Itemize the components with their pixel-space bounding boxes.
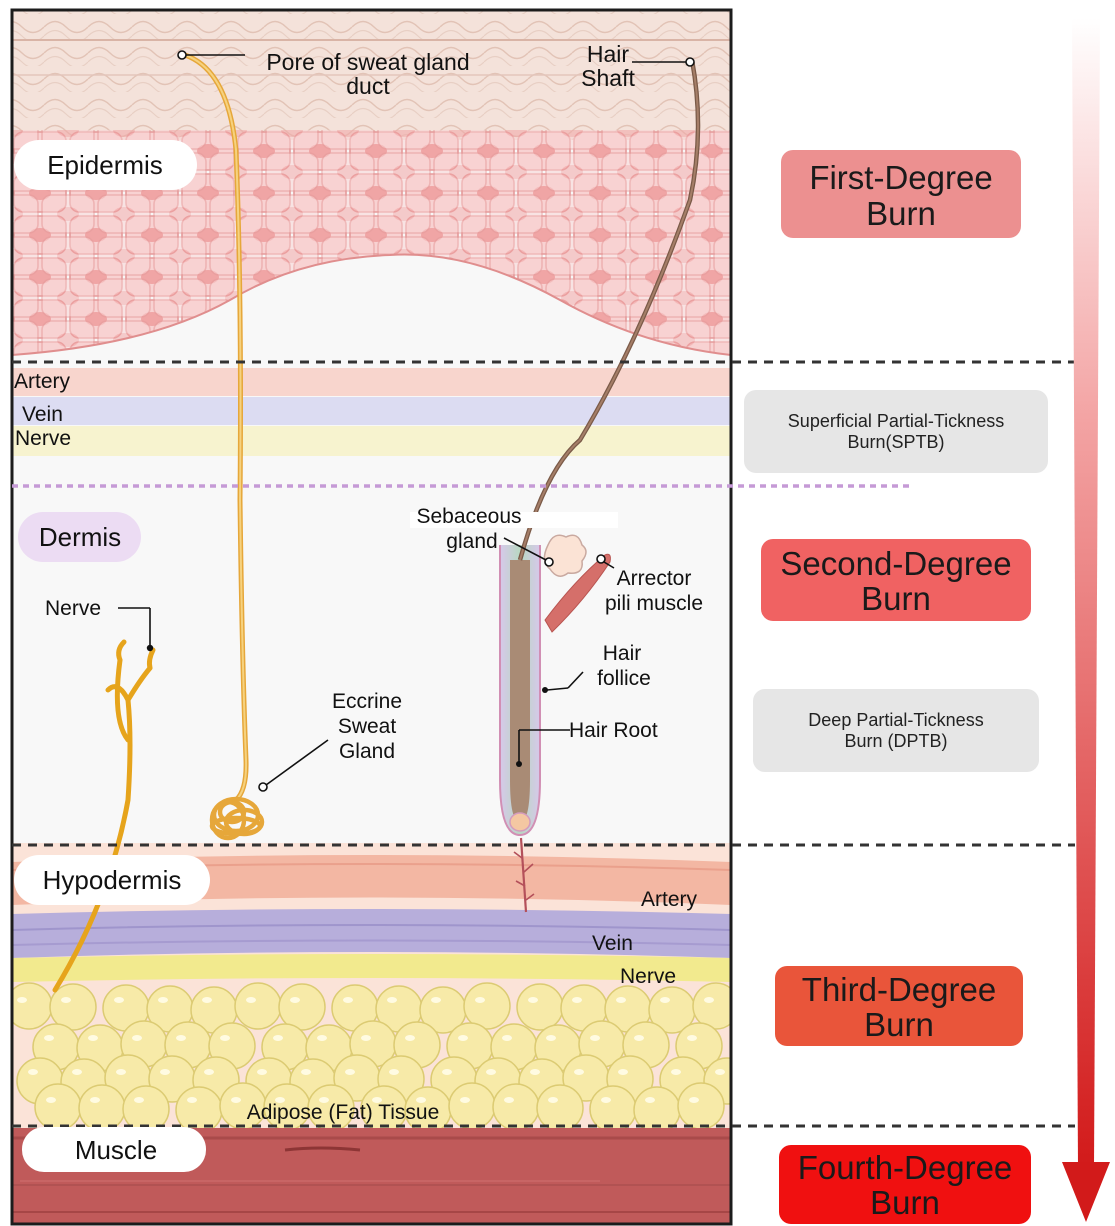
svg-text:Nerve: Nerve <box>45 597 101 620</box>
svg-text:Pore of sweat gland: Pore of sweat gland <box>266 49 469 75</box>
vein-top-label: Vein <box>22 403 63 426</box>
fourth-degree-burn-box: Fourth-Degree Burn <box>779 1145 1031 1224</box>
sptb-burn-box: Superficial Partial-Tickness Burn(SPTB) <box>744 390 1048 473</box>
fat-cell <box>35 1084 81 1130</box>
svg-text:Dermis: Dermis <box>39 522 121 552</box>
svg-text:Burn(SPTB): Burn(SPTB) <box>847 432 944 452</box>
fat-cell <box>176 1087 222 1133</box>
svg-text:Arrector: Arrector <box>617 567 692 590</box>
svg-text:First-Degree: First-Degree <box>809 159 992 196</box>
svg-text:duct: duct <box>346 73 390 99</box>
artery-band-top <box>12 368 731 396</box>
svg-text:Burn: Burn <box>861 580 931 617</box>
fat-cell <box>678 1083 724 1129</box>
second-degree-burn-box: Second-Degree Burn <box>761 539 1031 621</box>
svg-text:Burn: Burn <box>870 1184 940 1221</box>
svg-text:Hair: Hair <box>587 41 630 67</box>
vein-hypo-label: Vein <box>592 932 633 955</box>
fat-cell <box>79 1085 125 1131</box>
fat-cell <box>279 984 325 1030</box>
dermis-pill: Dermis <box>18 512 141 562</box>
svg-text:Fourth-Degree: Fourth-Degree <box>798 1149 1013 1186</box>
svg-text:Gland: Gland <box>339 740 395 763</box>
svg-text:Hair Root: Hair Root <box>569 719 658 742</box>
nerve-band-top <box>12 426 731 456</box>
fat-cell <box>449 1083 495 1129</box>
svg-text:pili muscle: pili muscle <box>605 592 703 615</box>
dptb-burn-box: Deep Partial-Tickness Burn (DPTB) <box>753 689 1039 772</box>
fat-cell <box>235 983 281 1029</box>
svg-text:Burn: Burn <box>864 1006 934 1043</box>
vein-band-top <box>12 397 731 425</box>
fat-cell <box>464 983 510 1029</box>
third-degree-burn-box: Third-Degree Burn <box>775 966 1023 1046</box>
epidermis-pill: Epidermis <box>14 140 197 190</box>
sebaceous-gland <box>544 535 586 576</box>
svg-text:Burn: Burn <box>866 195 936 232</box>
svg-text:Deep Partial-Tickness: Deep Partial-Tickness <box>808 710 983 730</box>
fat-cell <box>537 1085 583 1131</box>
nerve-top-label: Nerve <box>15 427 71 450</box>
svg-text:Superficial Partial-Tickness: Superficial Partial-Tickness <box>788 411 1004 431</box>
artery-top-label: Artery <box>14 370 71 393</box>
severity-arrow-icon <box>1062 18 1110 1222</box>
svg-text:Second-Degree: Second-Degree <box>780 545 1011 582</box>
svg-text:Hair: Hair <box>603 642 642 665</box>
svg-text:Third-Degree: Third-Degree <box>802 971 996 1008</box>
fat-cell <box>517 984 563 1030</box>
svg-text:Muscle: Muscle <box>75 1135 157 1165</box>
eccrine-sweat-gland <box>212 799 262 838</box>
svg-text:Sebaceous: Sebaceous <box>416 505 521 528</box>
svg-text:follice: follice <box>597 667 651 690</box>
skin-cross-section <box>6 10 750 1224</box>
fat-cell <box>493 1084 539 1130</box>
svg-text:Sweat: Sweat <box>338 715 397 738</box>
nerve-hypo-label: Nerve <box>620 965 676 988</box>
hypodermis-pill: Hypodermis <box>14 855 210 905</box>
muscle-pill: Muscle <box>22 1127 206 1172</box>
svg-text:gland: gland <box>446 530 497 553</box>
adipose-label: Adipose (Fat) Tissue <box>247 1101 440 1124</box>
svg-text:Epidermis: Epidermis <box>47 150 163 180</box>
artery-hypo-label: Artery <box>641 888 698 911</box>
svg-text:Shaft: Shaft <box>581 65 635 91</box>
first-degree-burn-box: First-Degree Burn <box>781 150 1021 238</box>
svg-text:Burn (DPTB): Burn (DPTB) <box>844 731 947 751</box>
svg-text:Hypodermis: Hypodermis <box>43 865 182 895</box>
svg-text:Eccrine: Eccrine <box>332 690 402 713</box>
